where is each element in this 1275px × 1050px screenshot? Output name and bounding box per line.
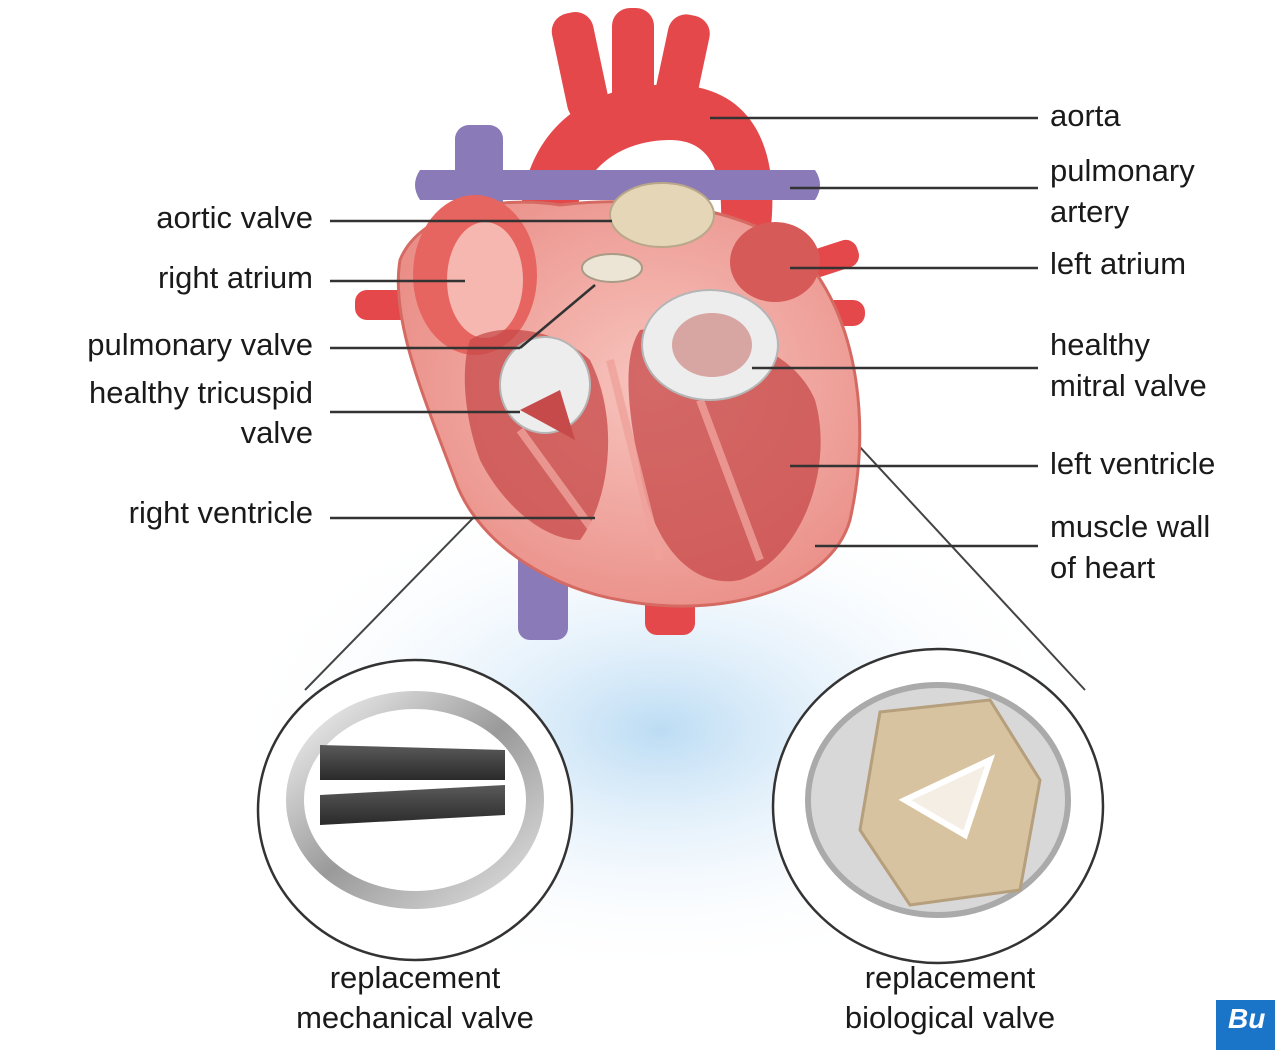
label-tricuspid-line1: healthy tricuspid — [0, 373, 313, 413]
label-muscle-line1: muscle wall — [1050, 507, 1210, 547]
label-muscle-line2: of heart — [1050, 548, 1155, 588]
biological-valve-illustration — [773, 649, 1103, 963]
label-pulmonary-artery-line1: pulmonary — [1050, 151, 1195, 191]
mechanical-valve-illustration — [258, 660, 572, 960]
label-pulmonary-valve: pulmonary valve — [0, 325, 313, 365]
caption-biological-line1: replacement — [795, 958, 1105, 998]
label-right-ventricle: right ventricle — [0, 493, 313, 533]
label-mitral-line1: healthy — [1050, 325, 1150, 365]
caption-mechanical-line2: mechanical valve — [260, 998, 570, 1038]
label-tricuspid-line2: valve — [0, 413, 313, 453]
caption-biological-line2: biological valve — [795, 998, 1105, 1038]
left-atrium-shape — [730, 222, 820, 302]
label-pulmonary-artery-line2: artery — [1050, 192, 1129, 232]
label-aorta: aorta — [1050, 96, 1121, 136]
label-right-atrium: right atrium — [60, 258, 313, 298]
aortic-valve-shape — [610, 183, 714, 247]
caption-mechanical-line1: replacement — [260, 958, 570, 998]
label-left-atrium: left atrium — [1050, 244, 1186, 284]
pulmonary-valve-shape — [582, 254, 642, 282]
label-aortic-valve: aortic valve — [60, 198, 313, 238]
label-mitral-line2: mitral valve — [1050, 366, 1207, 406]
label-left-ventricle: left ventricle — [1050, 444, 1215, 484]
corner-logo-badge: Bu — [1216, 1000, 1275, 1050]
